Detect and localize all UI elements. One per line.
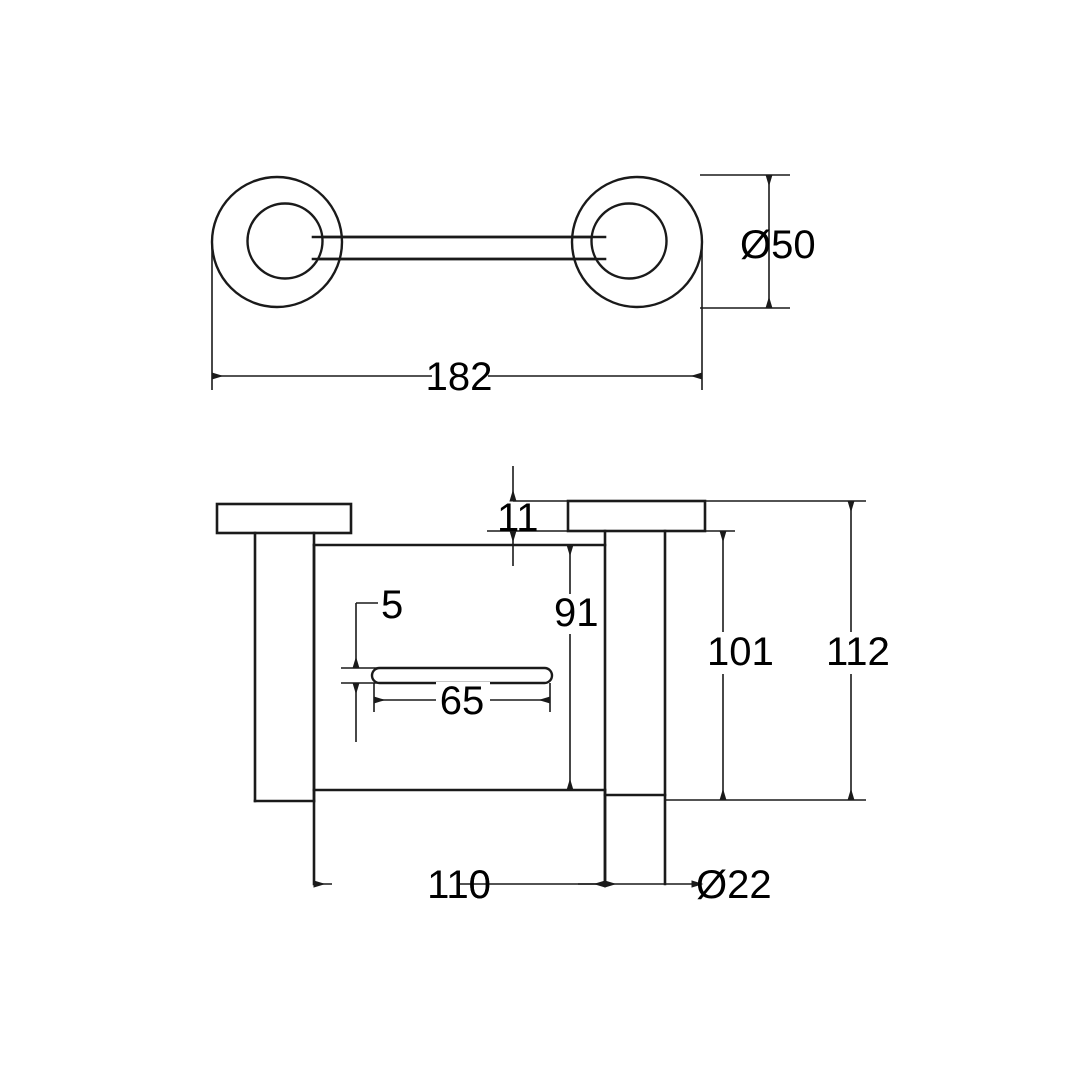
dimension-text-masks [332,358,880,902]
dimension-label-112-overlay: 112 [826,630,890,674]
right-post [603,529,667,886]
dimension-label-101-overlay: 101 [707,630,774,674]
top-view-group [210,175,704,309]
dimension-label-5: 5 [381,583,403,627]
dimension-label-dia50: Ø50 [740,223,816,267]
left-flange-inner-circle [246,202,324,280]
right-flange-inner-circle [590,202,668,280]
dimension-label-11: 11 [497,496,539,540]
top-view-left-flange [210,175,344,309]
dimension-11 [487,466,568,566]
top-view-right-flange [570,175,704,309]
right-wall-plate [566,499,707,533]
side-view-body [312,543,607,792]
dimension-label-65-overlay: 65 [440,679,485,723]
dimension-dia50 [700,174,790,309]
top-view-rail-edges [311,235,607,261]
left-wall-plate [215,502,353,535]
dimension-label-110-overlay: 110 [427,863,491,907]
left-post [253,531,316,803]
right-flange-outer-circle [570,175,704,309]
left-flange-outer-circle [210,175,344,309]
dimension-label-91-overlay: 91 [554,591,599,635]
dimension-label-182-overlay: 182 [426,355,493,399]
side-view-group [215,499,707,886]
dimension-label-dia22: Ø22 [696,863,772,907]
